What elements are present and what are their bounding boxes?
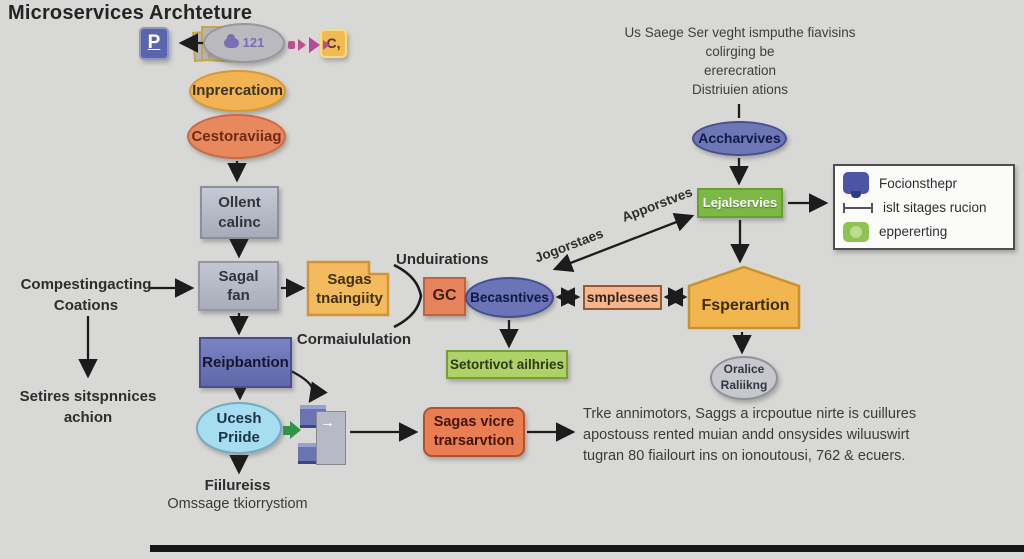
node-cestoraviiag: Cestoraviiag bbox=[187, 114, 286, 159]
label-setires: Setires sitspnnices achion bbox=[19, 388, 157, 426]
top-right-text-block: Us Saege Ser veght ismputhe fiavisins co… bbox=[624, 25, 856, 97]
node-sagas-vicre: Sagas vicre trarsarvtion bbox=[423, 407, 525, 457]
white-arrow-icon: → bbox=[320, 414, 335, 431]
legend-box: Focionsthepr islt sitages rucion epperer… bbox=[833, 164, 1015, 250]
node-oralice-raliikng: Oralice Raliikng bbox=[710, 356, 778, 400]
count-label: 121 bbox=[242, 34, 265, 50]
bottom-bar bbox=[150, 545, 1024, 552]
node-accharvives: Accharvives bbox=[692, 121, 787, 156]
arrow-reipbantion-transfer bbox=[290, 369, 328, 404]
file-transfer-icon: → bbox=[298, 399, 348, 469]
node-lejalservies: Lejalservies bbox=[697, 188, 783, 218]
label-jogorstaes: Jogorstaes bbox=[532, 225, 606, 266]
label-fiilureiss: Fiilureiss bbox=[204, 477, 271, 494]
node-reipbantion: Reipbantion bbox=[199, 337, 292, 388]
magenta-arrows-icon bbox=[288, 37, 330, 53]
node-fsperartion-label: Fsperartion bbox=[701, 296, 790, 314]
count-ellipse: 121 bbox=[203, 23, 285, 63]
legend-item-label: Focionsthepr bbox=[879, 175, 958, 191]
legend-row: islt sitages rucion bbox=[843, 197, 1005, 218]
document-icon: → bbox=[316, 411, 346, 465]
p-icon-label: P bbox=[147, 32, 161, 54]
node-sagal-fan: Sagal fan bbox=[198, 261, 279, 311]
label-cormaiululation: Cormaiululation bbox=[296, 331, 412, 348]
green-node-icon bbox=[843, 221, 869, 242]
c-icon-label: C, bbox=[326, 35, 341, 52]
blue-node-icon bbox=[843, 172, 869, 198]
node-ollent-calinc: Ollent calinc bbox=[200, 186, 279, 239]
node-becasntives: Becasntives bbox=[465, 277, 554, 318]
node-setortivot: Setortivot ailhries bbox=[446, 350, 568, 379]
node-inprercatiom: Inprercatiom bbox=[189, 70, 286, 112]
bracket-icon bbox=[843, 202, 873, 213]
node-smplesees: smplesees bbox=[583, 285, 662, 310]
node-ucesh-priide: Ucesh Priide bbox=[196, 402, 282, 454]
label-unduirations: Unduirations bbox=[396, 251, 489, 268]
label-omssage: Omssage tkiorrystiom bbox=[167, 496, 308, 512]
green-arrow-icon bbox=[283, 421, 301, 439]
p-icon: P bbox=[139, 27, 169, 60]
brace-shape bbox=[393, 263, 423, 329]
bottom-note-text: Trke annimotors, Saggs a ircpoutue nirte… bbox=[583, 406, 917, 465]
page-title: Microservices Archteture bbox=[8, 2, 253, 24]
legend-item-label: islt sitages rucion bbox=[883, 200, 987, 215]
node-fsperartion-shape bbox=[687, 265, 801, 330]
legend-row: Focionsthepr bbox=[843, 172, 1005, 198]
node-gc: GC bbox=[423, 277, 466, 316]
legend-item-label: eppererting bbox=[879, 224, 948, 239]
label-apporstves: Apporstves bbox=[619, 184, 695, 225]
label-compestingacting: Compestingacting Coations bbox=[20, 276, 152, 314]
legend-row: eppererting bbox=[843, 221, 1005, 242]
node-sagas-folder-shape bbox=[306, 260, 390, 317]
cloud-icon bbox=[223, 34, 239, 48]
node-sagas-folder-label: Sagas tnaingiity bbox=[316, 270, 383, 308]
